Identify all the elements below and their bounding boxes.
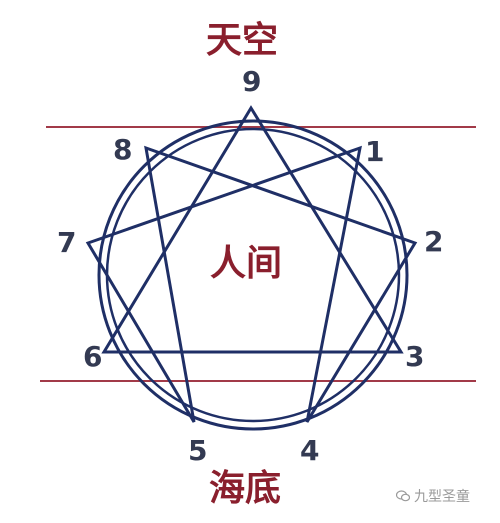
outer-circle — [97, 119, 409, 431]
watermark: 九型圣童 — [395, 486, 470, 506]
watermark-text: 九型圣童 — [414, 489, 470, 505]
hexad-1-4-2-8-5-7 — [85, 145, 418, 423]
wechat-icon — [395, 490, 411, 502]
heaven-label: 天空 — [206, 19, 279, 61]
point-1-number: 1 — [365, 135, 385, 168]
triangle-9-3-6 — [101, 105, 404, 354]
point-9-number: 9 — [242, 65, 262, 98]
seabed-label: 海底 — [209, 467, 282, 509]
point-2-number: 2 — [424, 225, 444, 258]
point-6-number: 6 — [83, 340, 103, 373]
point-4-number: 4 — [300, 434, 320, 467]
human-world-label: 人间 — [210, 242, 283, 284]
point-7-number: 7 — [57, 226, 77, 259]
point-3-number: 3 — [405, 340, 425, 373]
point-8-number: 8 — [113, 133, 133, 166]
point-5-number: 5 — [188, 434, 208, 467]
